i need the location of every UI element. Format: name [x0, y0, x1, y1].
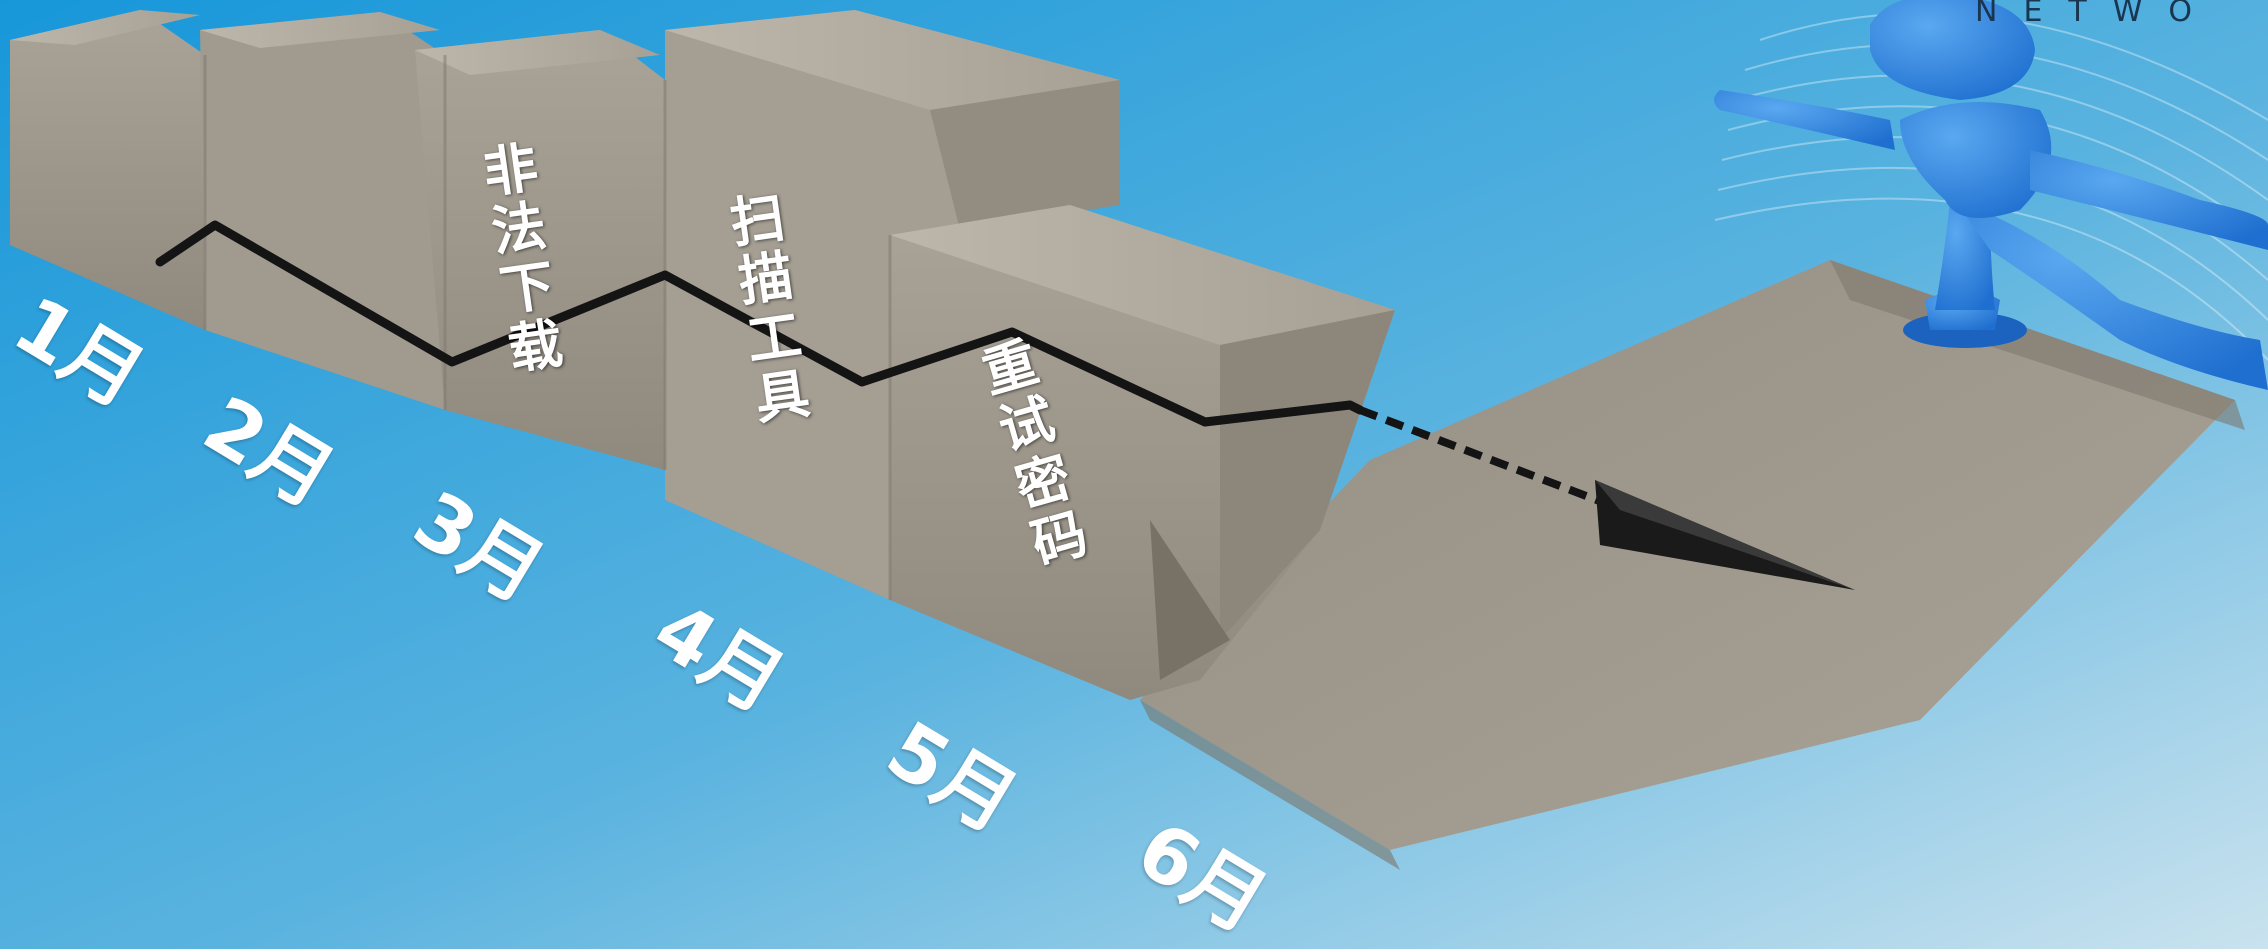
- network-watermark: NETWO: [1975, 0, 2218, 29]
- blue-3d-figure: [1714, 0, 2268, 390]
- trend-line-arrow: [155, 220, 1855, 590]
- stone-blocks: [10, 10, 1395, 700]
